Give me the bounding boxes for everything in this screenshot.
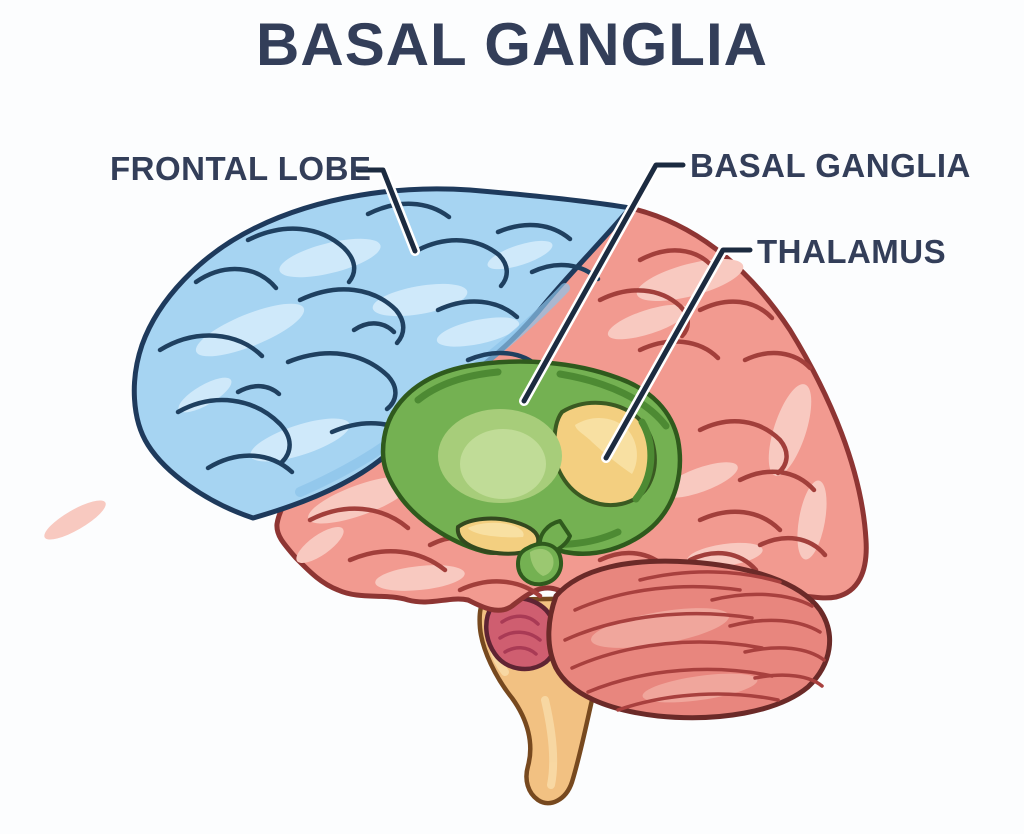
diagram-title: BASAL GANGLIA [256, 11, 768, 78]
basal-ganglia-region [380, 359, 683, 587]
frontal-lobe-highlights [178, 238, 553, 462]
frontal-lobe-leader [355, 167, 418, 254]
basal-ganglia-leader [521, 162, 686, 404]
frontal-lobe-label: FRONTAL LOBE [110, 150, 372, 187]
leader-lines [353, 160, 755, 463]
cerebellum-highlights [591, 608, 758, 703]
pons-striations [498, 614, 542, 656]
basal-ganglia-label: BASAL GANGLIA [690, 147, 971, 184]
amygdala-blob [516, 519, 572, 587]
thalamus-leader [603, 247, 753, 461]
cerebellum-striations [563, 570, 826, 712]
thalamus-label: THALAMUS [757, 233, 947, 270]
